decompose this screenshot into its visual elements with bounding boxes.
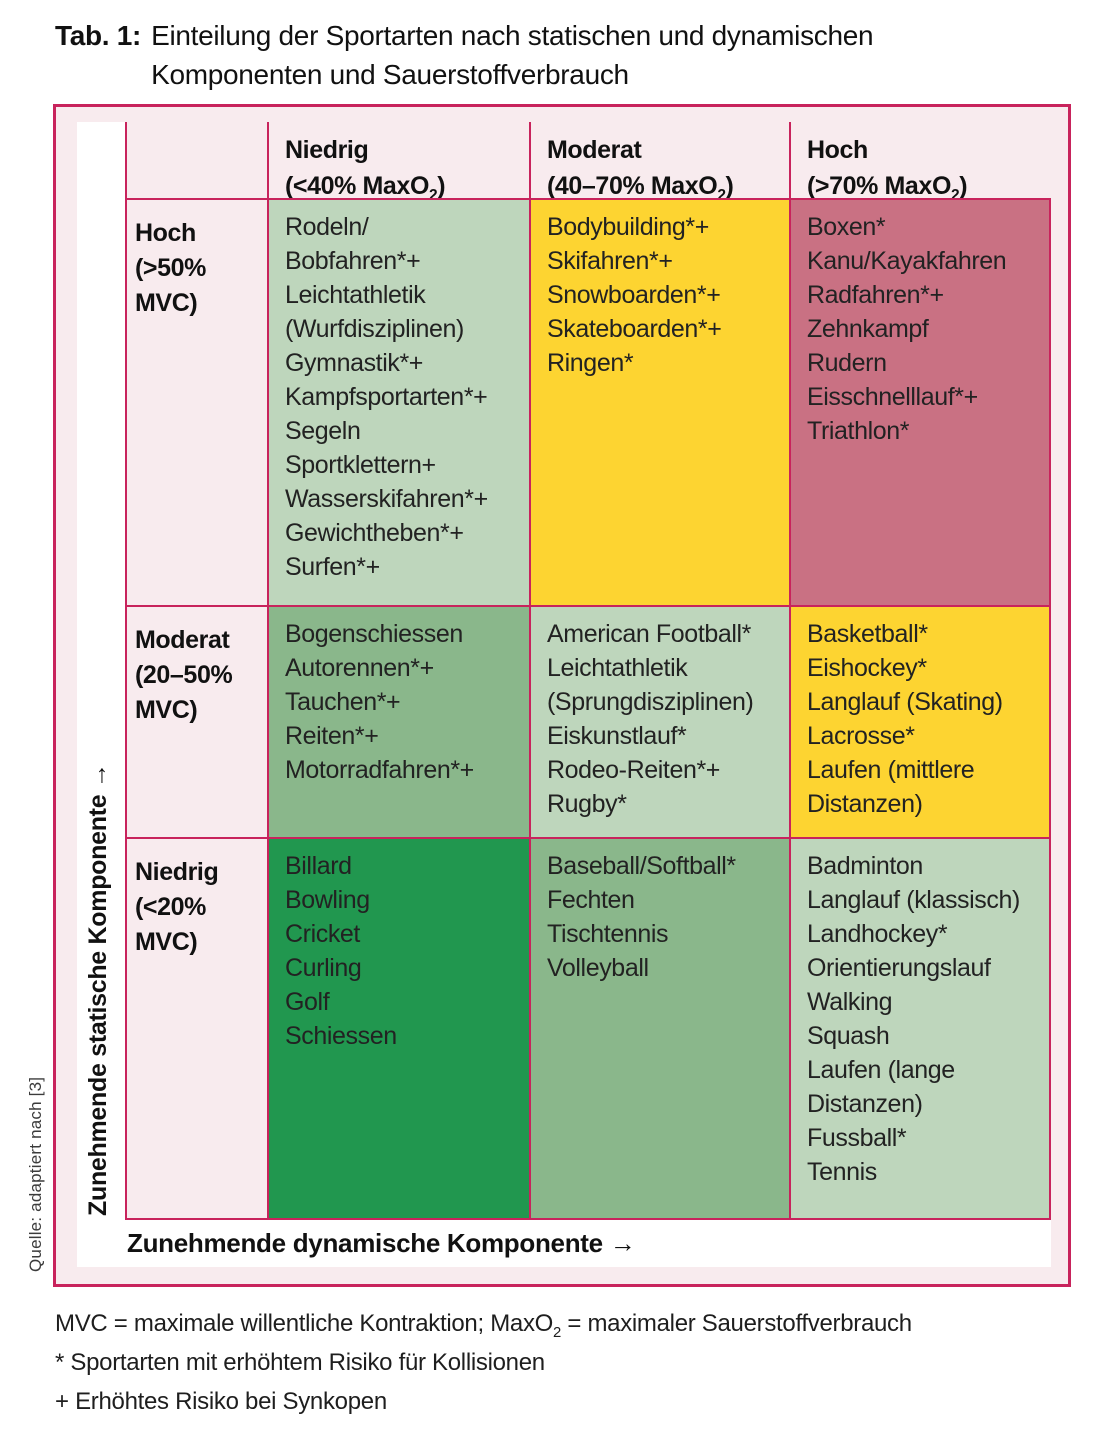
table-caption-line2: Komponenten und Sauerstoffverbrauch (151, 59, 629, 90)
footnote-abbreviations: MVC = maximale willentliche Kontraktion;… (55, 1310, 912, 1341)
static-axis-area: Zunehmende statische Komponente → (77, 122, 125, 1220)
table-caption-text: Einteilung der Sportarten nach statische… (151, 16, 874, 94)
dynamic-axis-label: Zunehmende dynamische Komponente → (127, 1228, 636, 1258)
sports-cell-light_green: Rodeln/Bobfahren*+Leichtathletik(Wurfdis… (269, 200, 531, 607)
column-header-hoch: Hoch(>70% MaxO2) (791, 122, 1051, 200)
static-axis-label: Zunehmende statische Komponente → (84, 763, 112, 1216)
footnotes: MVC = maximale willentliche Kontraktion;… (55, 1304, 1100, 1421)
row-header-niedrig: Niedrig(<20%MVC) (125, 839, 269, 1220)
table-caption-number: Tab. 1: (55, 20, 142, 51)
row-header-hoch: Hoch(>50%MVC) (125, 200, 269, 607)
table-caption: Tab. 1: Einteilung der Sportarten nach s… (55, 16, 1100, 94)
sports-cell-light_green: American Football*Leichtathletik(Sprungd… (531, 607, 791, 839)
row-header-moderat: Moderat(20–50%MVC) (125, 607, 269, 839)
table-caption-line1: Einteilung der Sportarten nach statische… (151, 20, 874, 51)
source-note: Quelle: adaptiert nach [3] (26, 1076, 45, 1272)
footnote-collision-risk: * Sportarten mit erhöhtem Risiko für Kol… (55, 1349, 545, 1376)
classification-table: Niedrig(<40% MaxO2)Moderat(40–70% MaxO2)… (125, 122, 1051, 1220)
sports-cell-yellow: Bodybuilding*+Skifahren*+Snowboarden*+Sk… (531, 200, 791, 607)
table-corner-cell (125, 122, 269, 200)
classification-table-frame: Zunehmende statische Komponente → Niedri… (53, 104, 1071, 1287)
column-header-niedrig: Niedrig(<40% MaxO2) (269, 122, 531, 200)
footnote-syncope-risk: + Erhöhtes Risiko bei Synkopen (55, 1388, 387, 1415)
figure: Quelle: adaptiert nach [3] Zunehmende st… (26, 104, 1071, 1287)
dynamic-axis-area: Zunehmende dynamische Komponente → (77, 1220, 1051, 1267)
sports-cell-yellow: Basketball*Eishockey*Langlauf (Skating)L… (791, 607, 1051, 839)
column-header-moderat: Moderat(40–70% MaxO2) (531, 122, 791, 200)
